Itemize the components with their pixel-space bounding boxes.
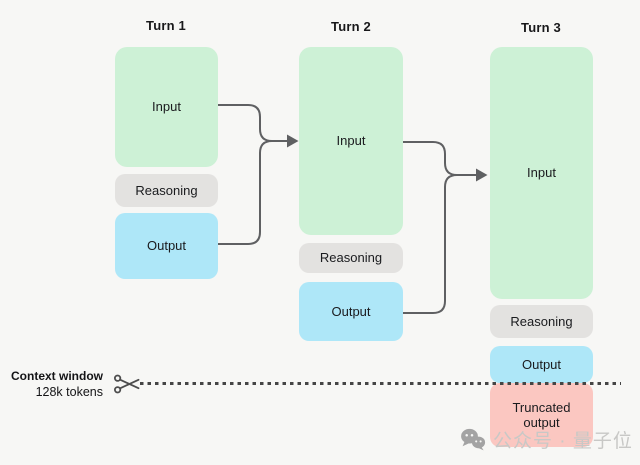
watermark-text: 公众号 · 量子位 [493, 431, 633, 452]
turn3-output-label: Output [521, 356, 562, 372]
turn2-input-box: Input [299, 47, 403, 235]
turn2-input-label: Input [336, 133, 366, 149]
turn1-output-label: Output [146, 238, 187, 254]
turn1-reasoning-label: Reasoning [135, 182, 198, 198]
context-window-tokens: 128k tokens [35, 384, 103, 399]
turn2-output-box: Output [299, 282, 403, 341]
turn3-truncated-output-label: Truncated output [512, 399, 571, 430]
arrow-turn2-input-to-turn3 [403, 141, 477, 176]
context-window-cut-line [140, 382, 621, 385]
turn3-output-box: Output [490, 346, 593, 383]
turn1-input-label: Input [152, 99, 181, 115]
turn1-reasoning-box: Reasoning [115, 174, 218, 207]
context-window-title: Context window [11, 369, 103, 383]
arrow-turn2-output-to-turn3 [403, 174, 458, 314]
turn-3-title: Turn 3 [521, 20, 561, 35]
turn3-input-label: Input [527, 165, 556, 181]
watermark: 公众号 · 量子位 [460, 426, 633, 453]
turn1-input-box: Input [115, 47, 218, 167]
turn-2-title: Turn 2 [331, 19, 371, 34]
scissors-icon [114, 374, 140, 394]
arrow-turn1-input-to-turn2 [218, 104, 288, 142]
turn2-reasoning-box: Reasoning [299, 243, 403, 273]
arrow-turn1-output-to-turn2 [218, 140, 273, 245]
turn2-reasoning-label: Reasoning [319, 250, 383, 266]
context-window-label-block: Context window 128k tokens [0, 369, 103, 400]
turn2-output-label: Output [331, 303, 371, 319]
turn3-reasoning-box: Reasoning [490, 305, 593, 338]
wechat-logo-icon [461, 428, 486, 451]
arrowhead-turn3 [476, 168, 488, 182]
turn-1-title: Turn 1 [146, 18, 186, 33]
turn3-input-box: Input [490, 47, 593, 299]
turn1-output-box: Output [115, 213, 218, 279]
turn3-truncated-output-box: Truncated output [490, 383, 593, 447]
turn3-reasoning-label: Reasoning [510, 313, 573, 329]
arrowhead-turn2 [287, 134, 299, 148]
